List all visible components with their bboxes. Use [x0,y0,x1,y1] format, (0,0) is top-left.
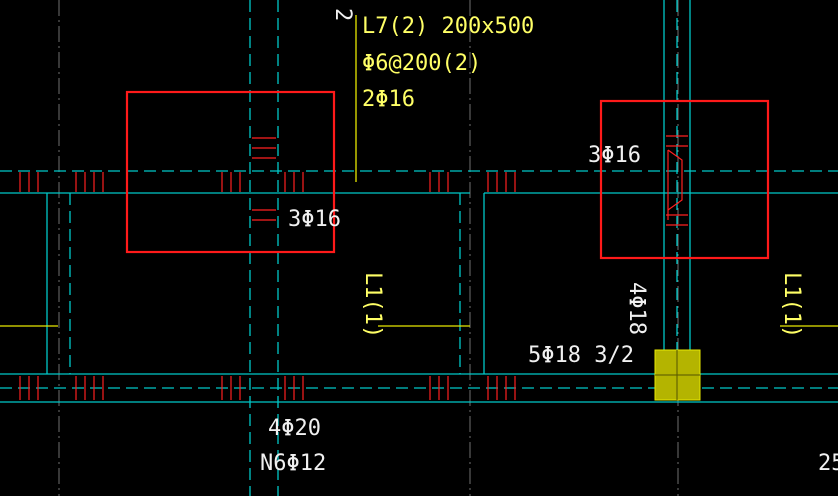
rebar-group-top-left [19,172,516,192]
label-support-bars-left: 3Φ16 [288,207,341,232]
label-main-bottom: 4Φ20 [268,416,321,441]
rebar-marks [19,135,688,400]
label-torsion-bars: N6Φ12 [260,451,326,476]
label-beam-l1-right: L1(1) [779,272,804,338]
label-beam-l1-left: L1(1) [360,272,385,338]
label-corner-number: 25 [818,451,838,476]
label-bottom-bars: 5Φ18 3/2 [528,343,634,368]
label-top-bars: 2Φ16 [362,87,415,112]
grid-lines [58,0,679,496]
highlight-box-left[interactable] [125,90,336,254]
yellow-lines [0,15,838,327]
highlight-box-right[interactable] [599,99,770,260]
rebar-group-vertical-left [252,137,276,221]
label-top-clip: 2 [330,8,355,21]
column-block [654,349,701,401]
label-support-bars-right: 3Φ16 [588,143,641,168]
label-vertical-bars: 4Φ18 [624,282,649,335]
rebar-group-bottom [19,376,516,400]
label-beam-name: L7(2) 200x500 [362,14,534,39]
label-stirrup: Φ6@200(2) [362,51,481,76]
rebar-group-vertical-right [666,135,688,226]
